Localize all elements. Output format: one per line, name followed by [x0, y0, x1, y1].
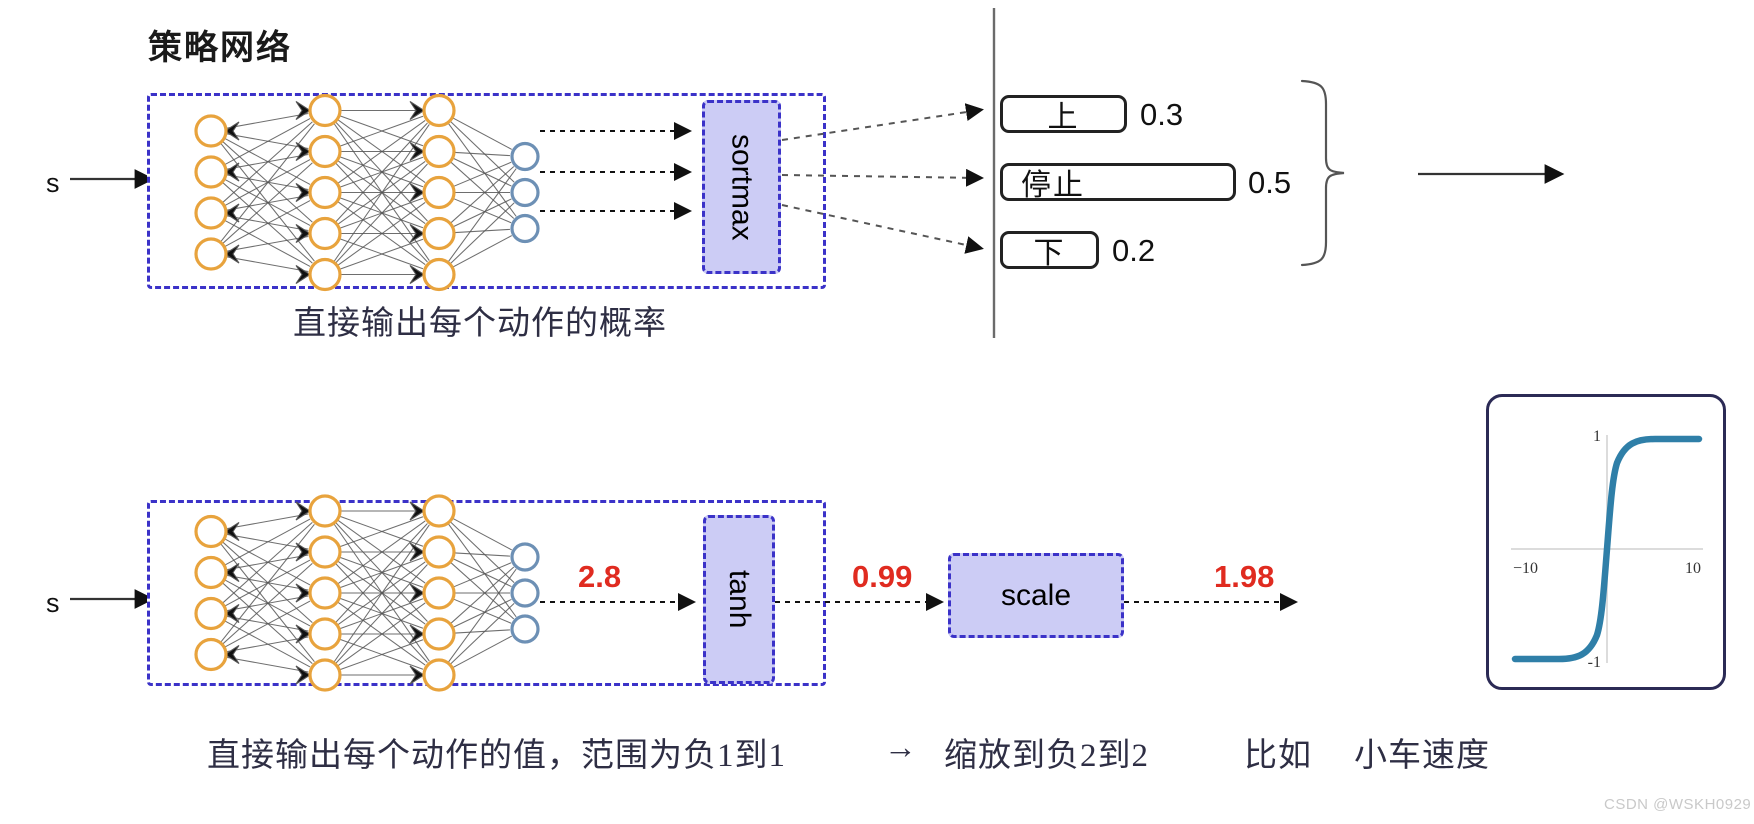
output-arrow-discrete	[1418, 164, 1565, 184]
caption-continuous-1: 直接输出每个动作的值，范围为负1到1	[207, 738, 786, 774]
watermark: CSDN @WSKH0929	[1604, 796, 1752, 813]
dotted-arrow-to-scale	[775, 593, 944, 611]
plot-ytick-top: 1	[1593, 428, 1601, 445]
caption-continuous-2: 缩放到负2到2	[944, 738, 1149, 774]
action-box-0[interactable]: 上	[1000, 95, 1127, 134]
action-box-2[interactable]: 下	[1000, 231, 1099, 270]
tanh-box[interactable]: tanh	[703, 515, 775, 684]
page-title: 策略网络	[148, 30, 292, 67]
tanh-plot-svg: 1 -1 −10 10	[1511, 428, 1703, 671]
dotted-arrows-to-actions	[781, 103, 984, 254]
caption-discrete: 直接输出每个动作的概率	[293, 306, 667, 342]
plot-ytick-bottom: -1	[1588, 654, 1601, 671]
tanh-curve	[1511, 435, 1703, 663]
neural-network-graphic-continuous	[194, 494, 540, 692]
action-prob-0: 0.3	[1140, 97, 1184, 132]
action-label-2: 下	[1033, 237, 1066, 270]
input-arrow-discrete	[70, 169, 155, 189]
caption-arrow: →	[884, 728, 918, 765]
grouping-brace	[1300, 79, 1345, 267]
softmax-box[interactable]: sortmax	[702, 100, 781, 274]
softmax-label: sortmax	[725, 133, 759, 241]
value-post-tanh: 0.99	[852, 559, 913, 594]
input-arrow-continuous	[70, 589, 155, 609]
plot-xtick-right: 10	[1685, 560, 1701, 577]
tanh-label: tanh	[723, 570, 756, 629]
input-label-continuous: s	[46, 588, 60, 618]
action-label-0: 上	[1047, 101, 1080, 134]
action-box-1[interactable]: 停止	[1000, 163, 1236, 202]
action-prob-2: 0.2	[1112, 233, 1156, 268]
action-prob-1: 0.5	[1248, 165, 1292, 200]
tanh-plot-card: 1 -1 −10 10	[1486, 394, 1726, 690]
value-scaled: 1.98	[1214, 559, 1275, 594]
dotted-arrow-to-tanh	[540, 593, 696, 611]
dotted-arrows-to-softmax	[540, 122, 692, 220]
action-label-1: 停止	[1021, 169, 1085, 202]
neural-network-graphic-discrete	[194, 93, 540, 292]
plot-xtick-left: −10	[1513, 560, 1538, 577]
caption-continuous-4: 小车速度	[1354, 738, 1490, 774]
input-label-discrete: s	[46, 168, 60, 198]
scale-box[interactable]: scale	[948, 553, 1124, 638]
scale-label: scale	[1000, 578, 1072, 612]
dotted-arrow-output-continuous	[1124, 593, 1298, 611]
vertical-divider	[992, 8, 996, 338]
caption-continuous-3: 比如	[1244, 738, 1312, 774]
value-pre-tanh: 2.8	[578, 559, 622, 594]
